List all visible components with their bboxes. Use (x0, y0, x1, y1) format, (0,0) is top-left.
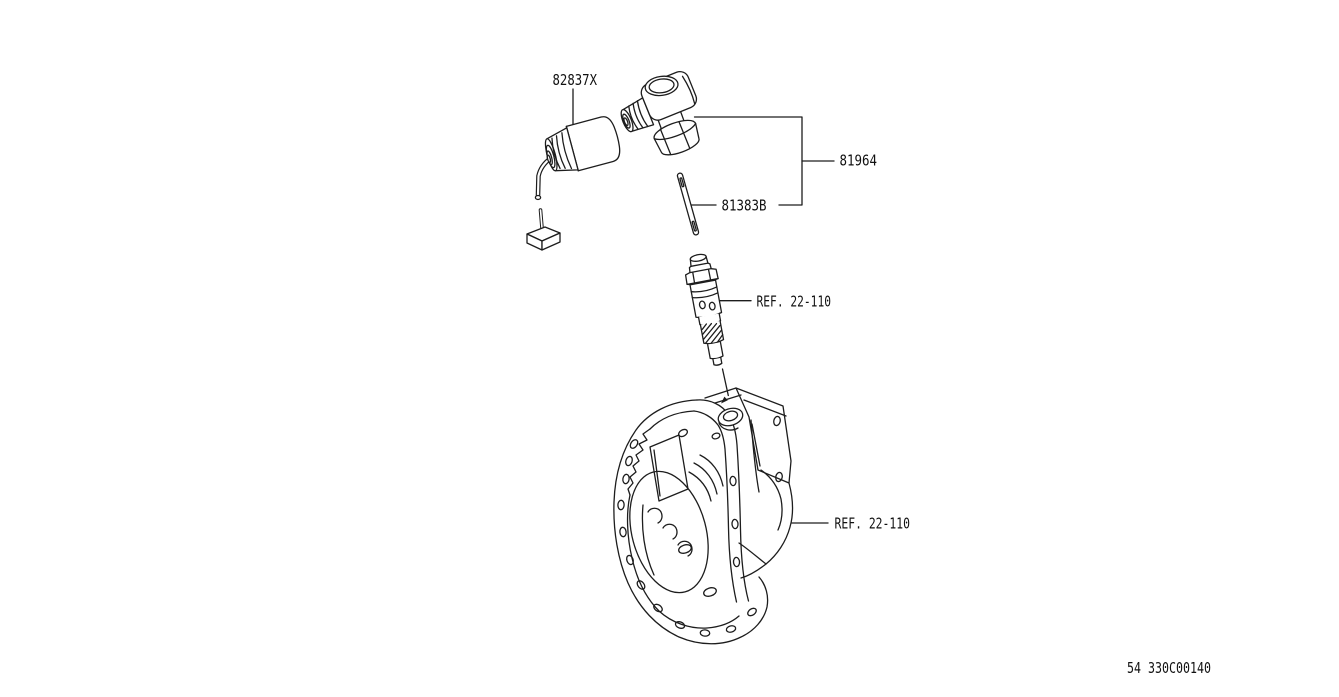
part-81964-driven-gear (620, 70, 700, 156)
part-label-81383b[interactable]: 81383B (722, 197, 767, 215)
transmission-case-drawing (613, 387, 794, 645)
part-label-81964[interactable]: 81964 (840, 152, 878, 170)
ref-label-case[interactable]: REF. 22-110 (835, 515, 911, 533)
rear-mounting-flange (735, 387, 792, 484)
part-82837x-sensor (526, 116, 621, 251)
lock-nut (653, 110, 700, 156)
tail-housing (738, 419, 794, 579)
case-pocket-pad (649, 434, 689, 502)
speedometer-boss-hole (717, 407, 744, 431)
terminal-block (526, 226, 561, 251)
flange-bolt-holes (617, 428, 757, 637)
part-81383b-pin (676, 172, 700, 236)
leader-lines (572, 88, 835, 524)
band-bolt-holes (729, 475, 741, 568)
casting-ribs (647, 507, 693, 557)
part-label-82837x[interactable]: 82837X (553, 71, 598, 89)
sensor-body (544, 116, 621, 172)
pinion-assembly (684, 253, 725, 366)
case-opening (629, 470, 709, 594)
surface-arcs (688, 454, 724, 502)
leader-81964-bracket (693, 116, 803, 206)
gear-body (620, 70, 698, 133)
drawing-number: 54 330C00140 (1127, 659, 1211, 677)
ref-label-pinion[interactable]: REF. 22-110 (757, 293, 832, 311)
gear-teeth-hatch (701, 322, 724, 344)
